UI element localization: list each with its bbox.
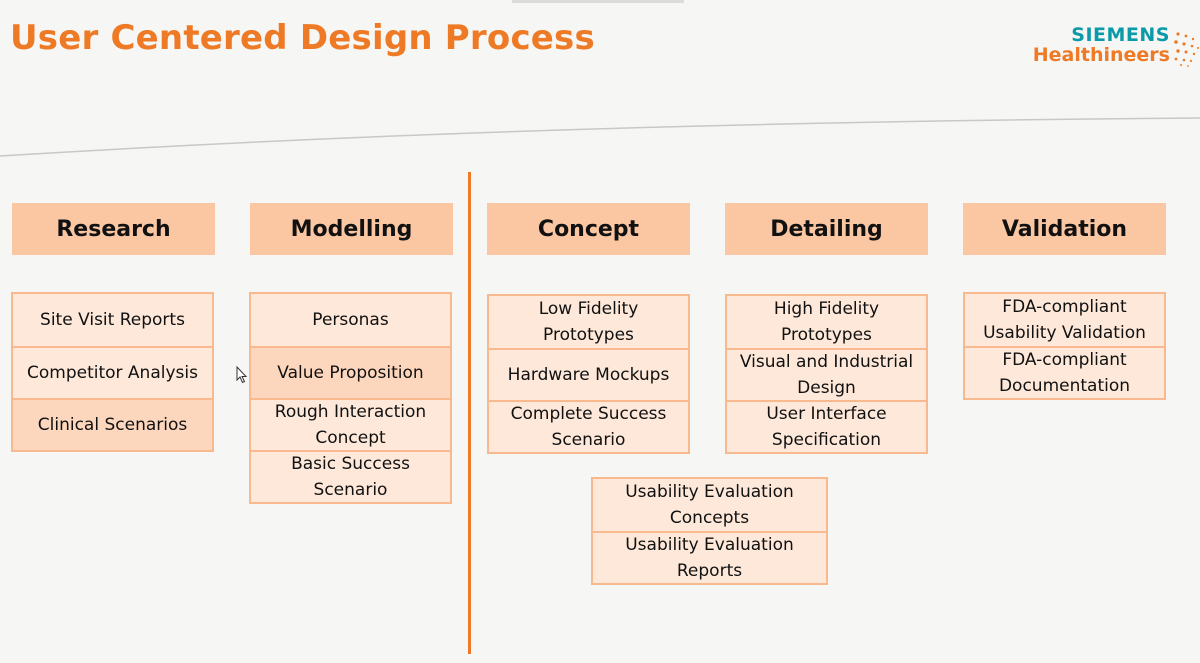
item-label-line1: User Interface [766,404,887,424]
page-title: User Centered Design Process [10,18,595,58]
item-label-line1: Usability Evaluation [625,482,794,502]
top-bar [512,0,684,3]
siemens-healthineers-logo: SIEMENS Healthineers [1028,24,1200,72]
phase-research: Research [12,203,215,255]
logo-line2: Healthineers [1032,44,1170,66]
item-label: Value Proposition [277,363,424,383]
item-label-line2: Design [797,378,856,398]
item-label-line1: FDA-compliant [1002,350,1127,370]
item-label-line1: Basic Success [291,454,410,474]
item-label: Personas [312,310,389,330]
item-label: Site Visit Reports [40,310,185,330]
item-label: Hardware Mockups [507,365,670,385]
logo-line1: SIEMENS [1071,24,1170,46]
item-label-line1: FDA-compliant [1002,297,1127,317]
item-label-line2: Scenario [313,480,388,500]
phase-divider [468,172,471,654]
item-label-line2: Concept [315,428,386,448]
list-item: Value Proposition [251,346,450,398]
item-label-line1: Low Fidelity [538,299,639,319]
item-label-line1: High Fidelity [773,299,880,319]
item-label-line1: Visual and Industrial [739,352,914,372]
phase-modelling: Modelling [250,203,453,255]
item-label: Competitor Analysis [27,363,198,383]
item-label-line2: Prototypes [781,325,872,345]
item-label: Clinical Scenarios [37,415,188,435]
mouse-cursor-icon [236,366,248,384]
list-item: Competitor Analysis [13,346,212,398]
item-label-line1: Complete Success [510,404,667,424]
item-label-line2: Specification [771,430,882,450]
item-label-line2: Scenario [551,430,626,450]
list-item: Clinical Scenarios [13,398,212,450]
dot-pattern-icon [1174,32,1199,67]
modelling-items: Personas Value Proposition Rough Interac… [249,292,452,504]
item-label-line2: Prototypes [543,325,634,345]
item-label-line2: Usability Validation [983,323,1146,343]
list-item: Site Visit Reports [13,294,212,346]
item-label-line1: Usability Evaluation [625,535,794,555]
item-label-line2: Concepts [669,508,750,528]
item-label-line2: Reports [676,561,743,581]
phase-validation: Validation [963,203,1166,255]
phase-concept: Concept [487,203,690,255]
research-items: Site Visit Reports Competitor Analysis C… [11,292,214,452]
item-label-line2: Documentation [998,376,1131,396]
list-item: Personas [251,294,450,346]
list-item: Hardware Mockups [489,348,688,400]
item-label-line1: Rough Interaction [274,402,427,422]
phase-detailing: Detailing [725,203,928,255]
header-swoosh [0,117,1200,157]
